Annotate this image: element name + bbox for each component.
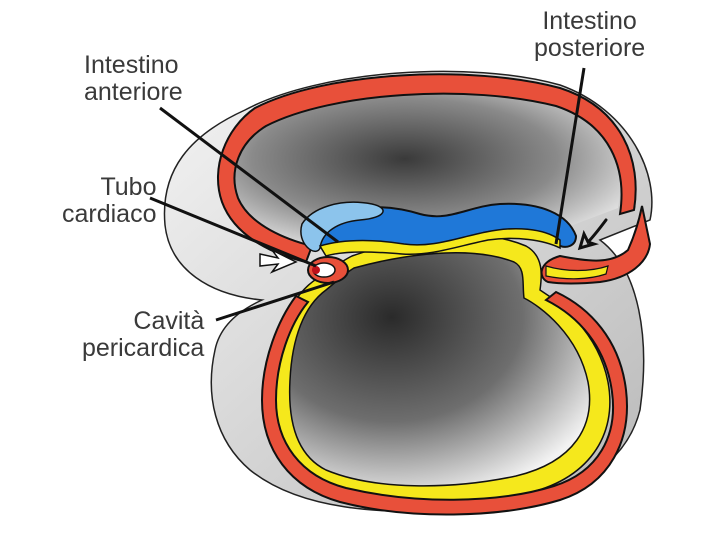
label-cavita-pericardica: Cavità pericardica xyxy=(82,308,204,362)
label-intestino-anteriore-line2: anteriore xyxy=(84,79,183,106)
label-tubo-cardiaco-line1: Tubo xyxy=(62,174,157,201)
label-intestino-posteriore: Intestino posteriore xyxy=(534,8,645,62)
label-intestino-anteriore: Intestino anteriore xyxy=(84,52,183,106)
label-cavita-pericardica-line2: pericardica xyxy=(82,335,204,362)
label-cavita-pericardica-line1: Cavità xyxy=(82,308,204,335)
label-tubo-cardiaco-line2: cardiaco xyxy=(62,201,157,228)
heart-tube xyxy=(308,257,348,283)
label-intestino-posteriore-line2: posteriore xyxy=(534,35,645,62)
label-tubo-cardiaco: Tubo cardiaco xyxy=(62,174,157,228)
label-intestino-anteriore-line1: Intestino xyxy=(84,52,183,79)
label-intestino-posteriore-line1: Intestino xyxy=(534,8,645,35)
